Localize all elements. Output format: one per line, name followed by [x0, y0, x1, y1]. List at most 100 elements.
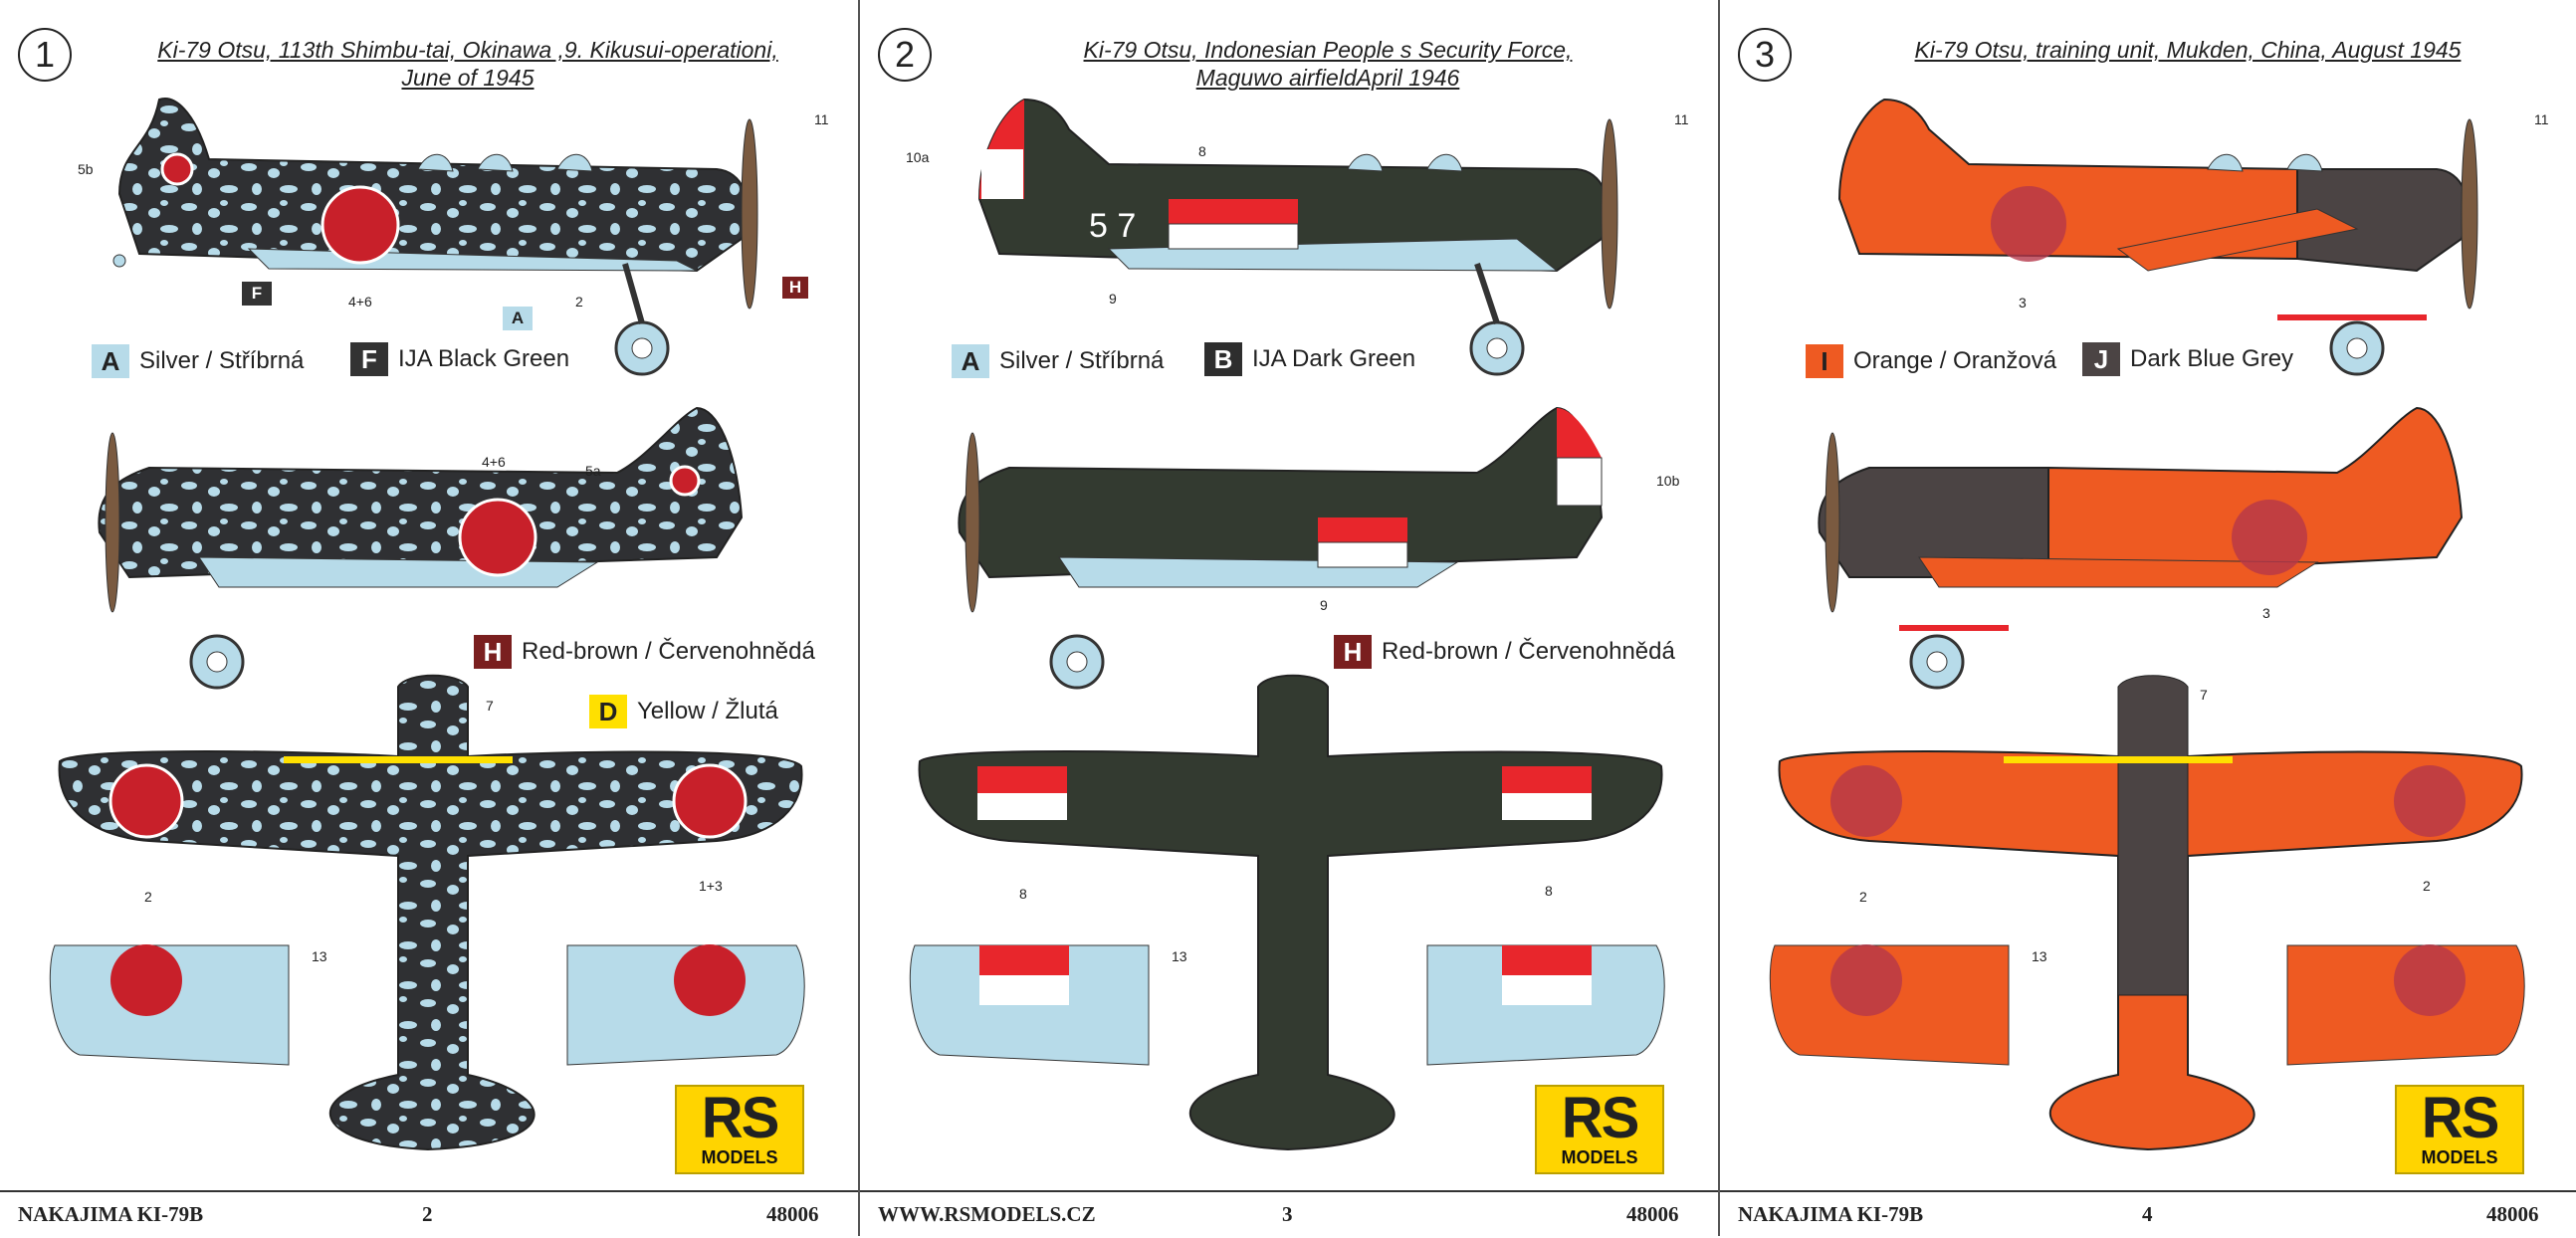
legend-label: Yellow / Žlutá [637, 698, 778, 724]
logo-sub: MODELS [2421, 1147, 2498, 1167]
aircraft-drawings-1 [49, 98, 805, 1151]
aircraft-drawings-2: 5 7 [909, 98, 1665, 1151]
footer-page-number: 4 [2142, 1202, 2153, 1226]
callout: 5b [78, 161, 94, 177]
callout: F [242, 282, 272, 306]
legend-label: IJA Black Green [398, 345, 570, 372]
color-swatch: H [1334, 635, 1372, 669]
title-line-1: Ki-79 Otsu, Indonesian People s Security… [1083, 37, 1573, 63]
footer-title: NAKAJIMA KI-79B [18, 1202, 204, 1226]
callout: 2 [575, 294, 583, 310]
callout: H [782, 277, 808, 299]
profile-panel-1: 1 Ki-79 Otsu, 113th Shimbu-tai, Okinawa … [0, 0, 858, 1236]
color-swatch: A [952, 344, 989, 378]
profile-panel-2: 2 Ki-79 Otsu, Indonesian People s Securi… [860, 0, 1718, 1236]
footer-website[interactable]: WWW.RSMODELS.CZ [878, 1202, 1096, 1226]
logo-brand: RS [2421, 1086, 2500, 1150]
scheme-title: Ki-79 Otsu, Indonesian People s Security… [950, 36, 1706, 92]
plan-view [1778, 675, 2523, 1151]
color-swatch: A [92, 344, 129, 378]
page-footer: WWW.RSMODELS.CZ 3 48006 [860, 1190, 1718, 1238]
callout: 8 [1545, 883, 1553, 899]
callout: 11 [1674, 111, 1689, 127]
legend-item: I Orange / Oranžová [1806, 344, 2056, 378]
underwing-views [1769, 944, 2525, 1066]
legend-label: Silver / Stříbrná [139, 347, 305, 374]
title-line-2: Maguwo airfieldApril 1946 [1195, 65, 1460, 91]
side-profile-left [112, 98, 758, 376]
callout: 11 [814, 111, 829, 127]
color-swatch: H [474, 635, 512, 669]
legend-label: IJA Dark Green [1252, 345, 1416, 372]
color-swatch: J [2082, 342, 2120, 376]
legend-label: Orange / Oranžová [1853, 347, 2057, 374]
callout: 3 [2262, 605, 2270, 621]
callout: 9 [1320, 597, 1328, 613]
footer-page-number: 2 [422, 1202, 433, 1226]
legend-item: A Silver / Stříbrná [92, 344, 304, 378]
side-profile-right [958, 406, 1604, 690]
callout: 10a [906, 149, 930, 165]
color-swatch: F [350, 342, 388, 376]
callout: 10b [1656, 473, 1680, 489]
callout: 2 [144, 889, 152, 905]
color-swatch: B [1204, 342, 1242, 376]
callout: 2 [1859, 889, 1867, 905]
fuselage-number: 5 7 [1089, 207, 1136, 245]
legend-label: Silver / Stříbrná [999, 347, 1165, 374]
side-profile-right [98, 406, 744, 690]
logo-sub: MODELS [1561, 1147, 1638, 1167]
callout: 13 [312, 948, 327, 964]
callout: 7 [486, 698, 494, 714]
color-swatch: D [589, 695, 627, 728]
rs-models-logo: RS MODELS [1535, 1085, 1664, 1174]
callout: 13 [2032, 948, 2047, 964]
footer-code: 48006 [1626, 1202, 1679, 1226]
plan-view [58, 674, 803, 1151]
title-line-1: Ki-79 Otsu, 113th Shimbu-tai, Okinawa ,9… [157, 37, 778, 63]
legend-item: H Red-brown / Červenohnědá [1334, 635, 1675, 669]
legend-item: F IJA Black Green [350, 342, 569, 376]
callout: 5a [585, 463, 601, 479]
callout: 7 [2200, 687, 2208, 703]
callout: 4+6 [482, 454, 506, 470]
footer-title: NAKAJIMA KI-79B [1738, 1202, 1924, 1226]
side-profile-right [1818, 406, 2464, 690]
color-swatch: I [1806, 344, 1843, 378]
scheme-number: 1 [18, 28, 72, 82]
scheme-number: 2 [878, 28, 932, 82]
callout: 2 [2423, 878, 2431, 894]
scheme-number: 3 [1738, 28, 1792, 82]
rs-models-logo: RS MODELS [675, 1085, 804, 1174]
callout: 11 [2534, 111, 2549, 127]
logo-brand: RS [701, 1086, 780, 1150]
callout: 8 [1198, 143, 1206, 159]
side-profile-left: 5 7 [977, 98, 1618, 376]
page-footer: NAKAJIMA KI-79B 2 48006 [0, 1190, 858, 1238]
callout: 8 [1019, 886, 1027, 902]
footer-code: 48006 [766, 1202, 819, 1226]
aircraft-drawings-3 [1769, 98, 2525, 1151]
rs-models-logo: RS MODELS [2395, 1085, 2524, 1174]
title-line-1: Ki-79 Otsu, training unit, Mukden, China… [1914, 37, 2462, 63]
footer-code: 48006 [2486, 1202, 2539, 1226]
legend-item: H Red-brown / Červenohnědá [474, 635, 815, 669]
underwing-views [909, 944, 1665, 1066]
title-line-2: June of 1945 [401, 65, 535, 91]
callout: 3 [2019, 295, 2027, 310]
callout: 9 [1109, 291, 1117, 307]
legend-item: D Yellow / Žlutá [589, 695, 778, 728]
callout: 13 [1172, 948, 1187, 964]
legend-item: B IJA Dark Green [1204, 342, 1415, 376]
footer-page-number: 3 [1282, 1202, 1293, 1226]
callout: A [503, 307, 533, 330]
callout: 4+6 [348, 294, 372, 310]
page-footer: NAKAJIMA KI-79B 4 48006 [1720, 1190, 2576, 1238]
legend-item: A Silver / Stříbrná [952, 344, 1164, 378]
underwing-views [49, 944, 805, 1066]
legend-item: J Dark Blue Grey [2082, 342, 2293, 376]
panel-divider [858, 0, 860, 1236]
legend-label: Red-brown / Červenohnědá [522, 638, 815, 665]
logo-brand: RS [1561, 1086, 1640, 1150]
logo-sub: MODELS [701, 1147, 778, 1167]
